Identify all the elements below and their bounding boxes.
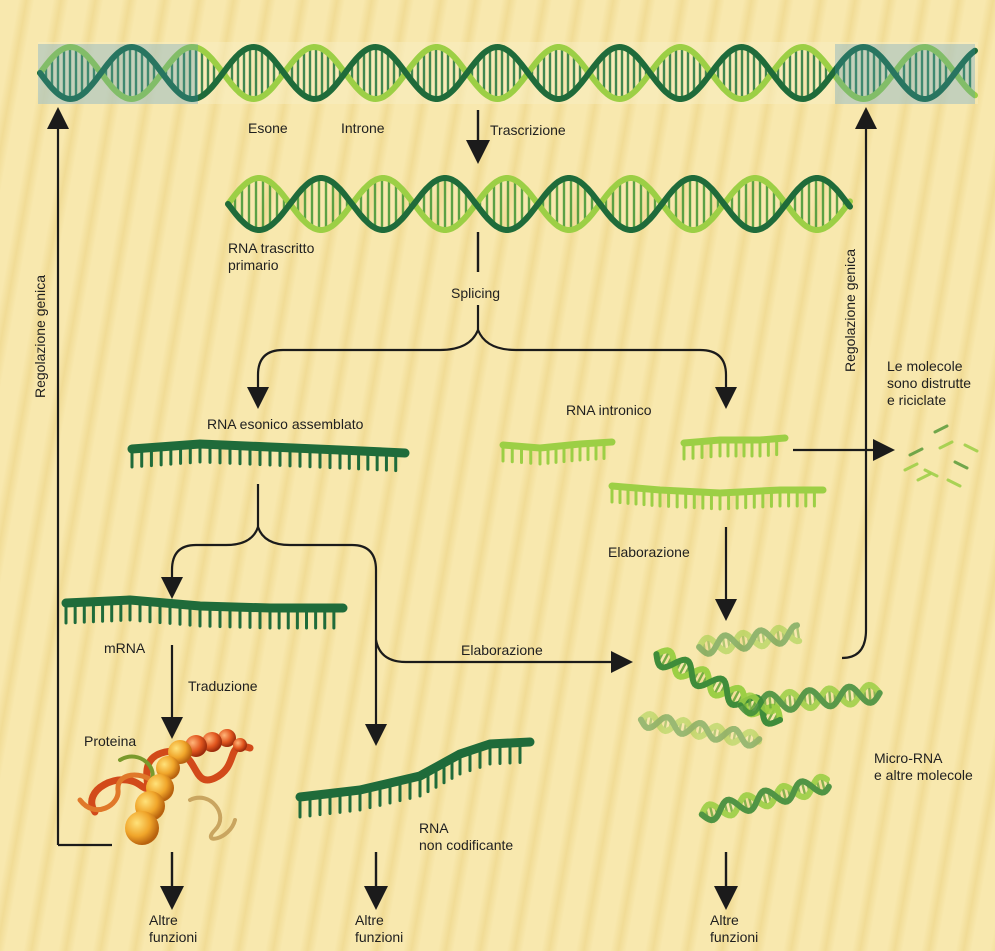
splicing-branch-right <box>478 330 726 398</box>
label-altre-funzioni-1: Altre funzioni <box>149 912 197 946</box>
label-regolazione-genica-left: Regolazione genica <box>32 275 48 398</box>
rna-intronico-strand-3 <box>612 486 823 509</box>
splicing-branch-left <box>258 330 478 398</box>
label-altre-funzioni-3: Altre funzioni <box>710 912 758 946</box>
label-regolazione-genica-right: Regolazione genica <box>842 249 858 372</box>
mrna-strand <box>66 600 343 628</box>
label-trascrizione: Trascrizione <box>490 122 566 139</box>
label-altre-funzioni-2: Altre funzioni <box>355 912 403 946</box>
exon-branch-left <box>172 527 258 588</box>
recycled-molecules-debris <box>905 426 977 486</box>
rna-intronico-strand-1 <box>503 442 612 464</box>
label-rna-trascritto-primario: RNA trascritto primario <box>228 240 314 274</box>
label-introne: Introne <box>341 120 385 137</box>
label-micro-rna: Micro-RNA e altre molecole <box>874 750 973 784</box>
label-rna-non-codificante: RNA non codificante <box>419 820 513 854</box>
label-traduzione: Traduzione <box>188 678 258 695</box>
label-rna-esonico-assemblato: RNA esonico assemblato <box>207 416 363 433</box>
exon-branch-right <box>258 527 376 735</box>
label-mrna: mRNA <box>104 640 145 657</box>
label-molecole-distrutte: Le molecole sono distrutte e riciclate <box>887 358 971 409</box>
label-rna-intronico: RNA intronico <box>566 402 652 419</box>
noncoding-rna-strand <box>300 742 530 817</box>
label-proteina: Proteina <box>84 733 136 750</box>
micro-rna-cluster <box>640 625 881 822</box>
rna-esonico-strand <box>132 444 405 471</box>
label-splicing: Splicing <box>451 285 500 302</box>
rna-intronico-strand-2 <box>684 438 785 459</box>
label-elaborazione-lower: Elaborazione <box>461 642 543 659</box>
primary-rna-transcript <box>228 178 850 230</box>
label-elaborazione-upper: Elaborazione <box>608 544 690 561</box>
label-esone: Esone <box>248 120 288 137</box>
